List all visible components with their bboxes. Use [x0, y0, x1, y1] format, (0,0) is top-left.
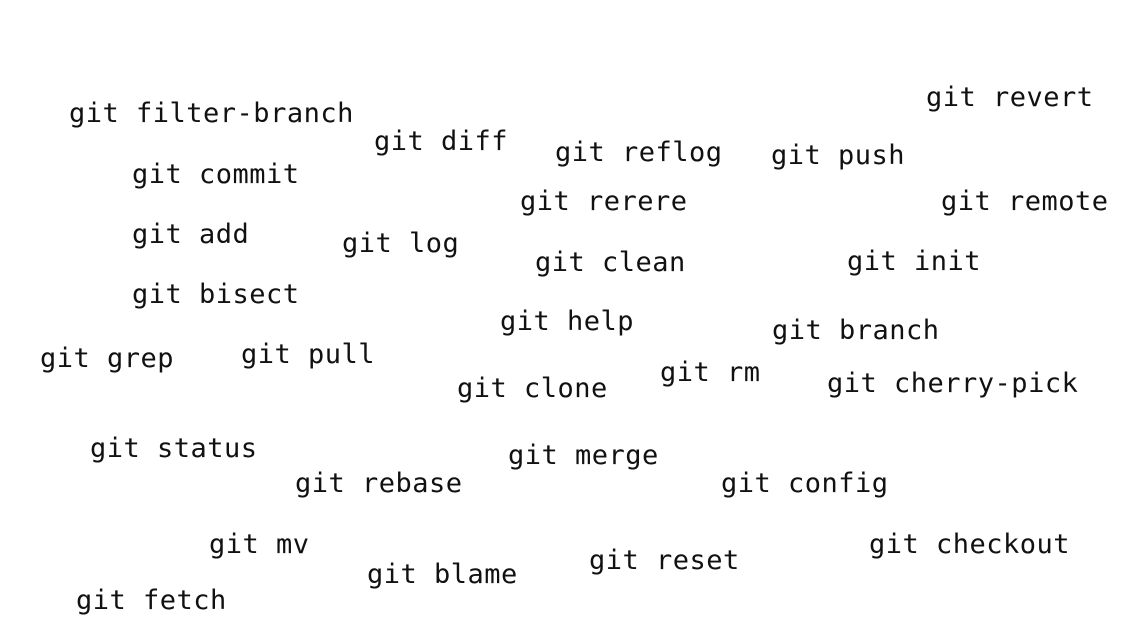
word-git-reflog: git reflog: [555, 137, 723, 168]
word-git-blame: git blame: [367, 559, 518, 590]
word-git-config: git config: [721, 468, 889, 499]
word-git-rebase: git rebase: [295, 468, 463, 499]
word-git-rerere: git rerere: [520, 186, 688, 217]
word-git-mv: git mv: [209, 529, 310, 560]
word-git-pull: git pull: [241, 339, 376, 370]
word-git-grep: git grep: [40, 343, 175, 374]
word-git-clean: git clean: [535, 247, 686, 278]
word-git-merge: git merge: [508, 440, 659, 471]
word-git-reset: git reset: [589, 545, 740, 576]
word-git-diff: git diff: [374, 126, 509, 157]
word-git-fetch: git fetch: [76, 585, 227, 616]
word-git-cherry-pick: git cherry-pick: [827, 368, 1079, 399]
word-git-status: git status: [90, 433, 258, 464]
word-git-revert: git revert: [926, 82, 1094, 113]
word-git-checkout: git checkout: [869, 529, 1071, 560]
word-git-clone: git clone: [457, 373, 608, 404]
word-git-remote: git remote: [941, 186, 1109, 217]
word-git-add: git add: [132, 219, 250, 250]
word-git-rm: git rm: [660, 357, 761, 388]
word-git-log: git log: [342, 228, 460, 259]
word-git-push: git push: [771, 140, 906, 171]
word-git-help: git help: [500, 306, 635, 337]
word-git-init: git init: [847, 246, 982, 277]
word-git-bisect: git bisect: [132, 279, 300, 310]
word-git-filter-branch: git filter-branch: [69, 98, 354, 129]
word-git-commit: git commit: [132, 159, 300, 190]
word-git-branch: git branch: [772, 315, 940, 346]
